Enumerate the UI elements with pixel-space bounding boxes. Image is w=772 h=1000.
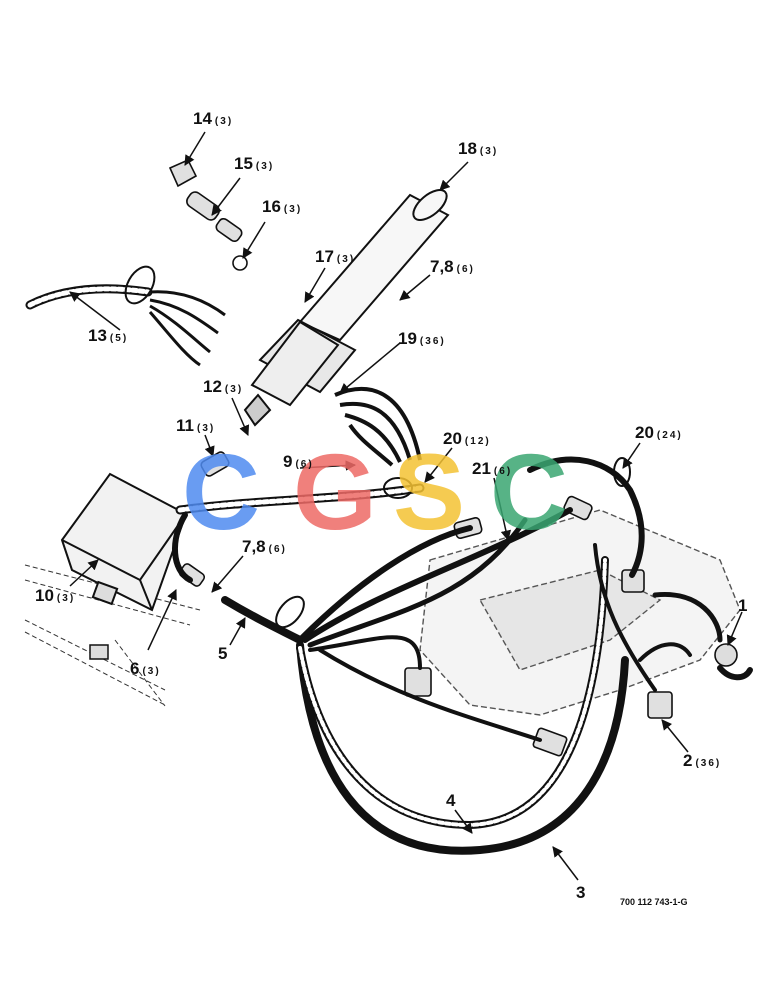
watermark-letter-1: C (182, 431, 260, 552)
callout-7-8-upper: 7,8(6) (430, 257, 475, 276)
wire-fanout-left (148, 290, 226, 367)
callout-20-center: 20(12) (443, 429, 491, 448)
callout-14: 14(3) (193, 109, 234, 128)
control-box (60, 472, 188, 660)
callout-9: 9(6) (283, 452, 314, 471)
cable-ties (124, 265, 631, 629)
callout-5: 5 (218, 644, 228, 663)
watermark-letter-4: C (490, 431, 568, 552)
cylinder-assembly (243, 189, 450, 427)
callout-18: 18(3) (458, 139, 499, 158)
callout-4: 4 (446, 791, 456, 810)
callout-21: 21(6) (472, 459, 513, 478)
document-number: 700 112 743-1-G (620, 897, 688, 907)
callout-11: 11(3) (176, 416, 216, 435)
watermark-letter-2: G (293, 431, 378, 552)
machine-block (419, 509, 741, 716)
callout-6: 6(3) (130, 659, 161, 678)
callout-3: 3 (576, 883, 586, 902)
callout-17: 17(3) (315, 247, 356, 266)
callout-7-8-lower: 7,8(6) (242, 537, 287, 556)
watermark-letter-3: S (393, 431, 466, 552)
callout-15: 15(3) (234, 154, 275, 173)
callout-2: 2(36) (683, 751, 722, 770)
callout-12: 12(3) (203, 377, 244, 396)
leader-lines (69, 131, 743, 881)
callout-19: 19(36) (398, 329, 446, 348)
callout-1: 1 (738, 596, 748, 615)
callout-10: 10(3) (35, 586, 76, 605)
callout-20-right: 20(24) (635, 423, 683, 442)
callout-13: 13(5) (88, 326, 129, 345)
callout-16: 16(3) (262, 197, 303, 216)
